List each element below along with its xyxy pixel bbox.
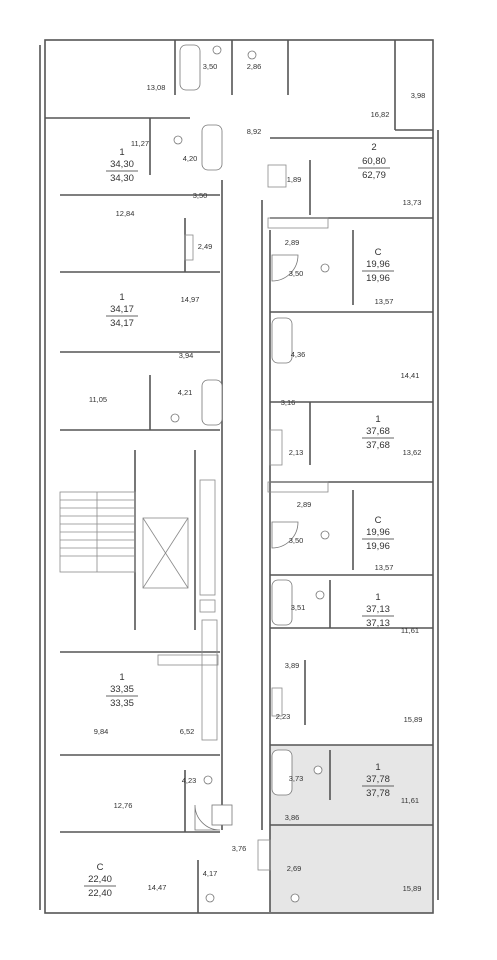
room-area: 4,21	[178, 388, 193, 397]
room-area-labels: 13,08 3,50 2,86 16,82 3,98 8,92 11,27 4,…	[89, 62, 425, 893]
apt-living: 19,96	[366, 527, 390, 538]
outer-walls	[39, 39, 439, 914]
room-area: 4,17	[203, 869, 218, 878]
apartment-label-1b: 1 34,17 34,17	[106, 292, 138, 329]
apt-living: 37,78	[366, 774, 390, 785]
stairwell	[59, 491, 136, 573]
room-area: 2,89	[297, 500, 312, 509]
room-area: 2,23	[276, 712, 291, 721]
apartment-label-1e: 1 33,35 33,35	[106, 672, 138, 709]
room-area: 11,27	[131, 139, 149, 148]
apartment-label-1f: 1 37,78 37,78	[362, 762, 394, 799]
apt-total: 62,79	[362, 170, 386, 181]
apt-total: 37,68	[366, 440, 390, 451]
apt-rooms: 2	[371, 142, 376, 153]
room-area: 13,62	[403, 448, 422, 457]
room-area: 3,16	[281, 398, 296, 407]
apt-rooms: 1	[119, 672, 124, 683]
room-area: 11,61	[401, 626, 419, 635]
apartment-label-1c: 1 37,68 37,68	[362, 414, 394, 451]
apt-total: 34,30	[110, 173, 134, 184]
room-area: 3,50	[193, 191, 208, 200]
apt-living: 33,35	[110, 684, 134, 695]
room-area: 12,76	[114, 801, 133, 810]
apt-living: 37,68	[366, 426, 390, 437]
room-area: 4,23	[182, 776, 197, 785]
apt-total: 22,40	[88, 888, 112, 899]
apt-total: 37,78	[366, 788, 390, 799]
room-area: 15,89	[404, 715, 423, 724]
apt-living: 34,30	[110, 159, 134, 170]
room-area: 11,05	[89, 395, 107, 404]
apt-total: 33,35	[110, 698, 134, 709]
room-area: 6,52	[180, 727, 195, 736]
apt-living: 19,96	[366, 259, 390, 270]
room-area: 8,92	[247, 127, 262, 136]
highlighted-apartment[interactable]	[270, 745, 432, 913]
room-area: 3,73	[289, 774, 304, 783]
apt-rooms: С	[375, 247, 382, 258]
room-area: 13,57	[375, 297, 394, 306]
apt-rooms: С	[375, 515, 382, 526]
room-area: 2,89	[285, 238, 300, 247]
room-area: 14,41	[401, 371, 420, 380]
room-area: 2,69	[287, 864, 302, 873]
apt-total: 37,13	[366, 618, 390, 629]
apt-rooms: С	[97, 862, 104, 873]
apartment-label-2: 2 60,80 62,79	[358, 142, 390, 181]
apt-living: 60,80	[362, 156, 386, 167]
apt-rooms: 1	[375, 414, 380, 425]
room-area: 3,50	[289, 536, 304, 545]
apt-rooms: 1	[119, 292, 124, 303]
room-area: 14,47	[148, 883, 167, 892]
room-area: 1,89	[287, 175, 302, 184]
room-area: 9,84	[94, 727, 109, 736]
room-area: 11,61	[401, 796, 419, 805]
apartment-label-c2: С 19,96 19,96	[362, 515, 394, 552]
room-area: 3,51	[291, 603, 306, 612]
room-area: 13,73	[403, 198, 422, 207]
room-area: 13,57	[375, 563, 394, 572]
room-area: 12,84	[116, 209, 135, 218]
apt-rooms: 1	[119, 147, 124, 158]
apartment-labels: 2 60,80 62,79 1 34,30 34,30 С 19,96 19,9…	[84, 142, 394, 899]
room-area: 3,94	[179, 351, 194, 360]
corridor	[221, 180, 263, 830]
apt-rooms: 1	[375, 592, 380, 603]
elevator	[142, 479, 218, 741]
room-area: 16,82	[371, 110, 390, 119]
apt-total: 19,96	[366, 541, 390, 552]
apt-rooms: 1	[375, 762, 380, 773]
room-area: 14,97	[181, 295, 200, 304]
apt-living: 22,40	[88, 874, 112, 885]
apt-total: 19,96	[366, 273, 390, 284]
room-area: 3,50	[203, 62, 218, 71]
apartment-label-c3: С 22,40 22,40	[84, 862, 116, 899]
apartment-label-1d: 1 37,13 37,13	[362, 592, 394, 629]
room-area: 3,89	[285, 661, 300, 670]
room-area: 3,86	[285, 813, 300, 822]
apt-living: 37,13	[366, 604, 390, 615]
room-area: 3,76	[232, 844, 247, 853]
bathroom-fixtures	[170, 44, 330, 903]
room-area: 15,89	[403, 884, 422, 893]
apartment-label-c1: С 19,96 19,96	[362, 247, 394, 284]
apt-total: 34,17	[110, 318, 134, 329]
room-area: 2,86	[247, 62, 262, 71]
room-area: 3,50	[289, 269, 304, 278]
room-area: 2,13	[289, 448, 304, 457]
storage-racks	[157, 164, 329, 871]
room-area: 2,49	[198, 242, 213, 251]
room-area: 4,20	[183, 154, 198, 163]
apt-living: 34,17	[110, 304, 134, 315]
room-area: 3,98	[411, 91, 426, 100]
room-area: 4,36	[291, 350, 306, 359]
apartment-label-1a: 1 34,30 34,30	[106, 147, 138, 184]
right-walls	[269, 137, 433, 912]
room-area: 13,08	[147, 83, 166, 92]
